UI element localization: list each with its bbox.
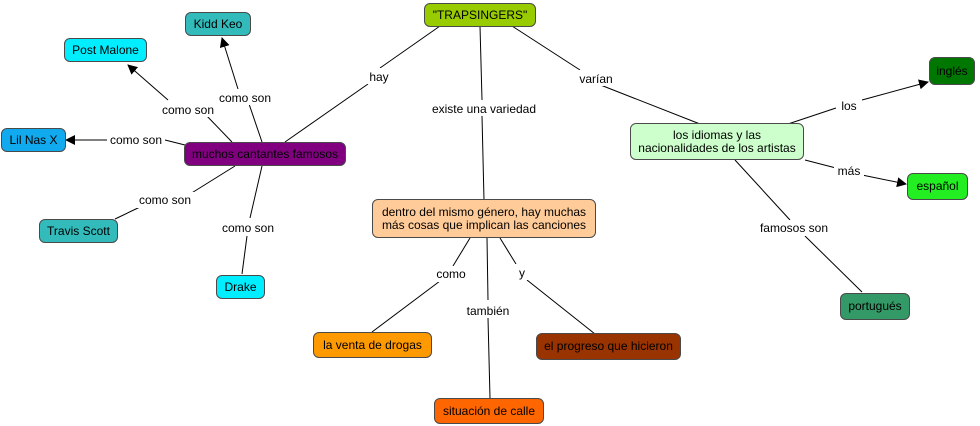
line-genero-como [452,237,471,267]
link-label-hay: hay [369,70,388,84]
line-los-ingles [861,79,929,101]
node-kidd-keo[interactable]: Kidd Keo [185,12,251,36]
link-label-existe: existe una variedad [432,102,536,116]
line-comoson1-kiddkeo [219,37,239,90]
line-como-drogas [371,280,441,333]
line-famosos-portugues [804,235,863,293]
line-idiomas-mas [804,159,837,169]
node-genero[interactable]: dentro del mismo género, hay muchas más … [372,199,596,238]
node-situacion-de-calle[interactable]: situación de calle [434,398,544,424]
line-y-progreso [526,279,596,335]
line-idiomas-los [787,107,837,125]
line-genero-tambien [486,237,489,301]
line-comoson5-drake [241,235,248,275]
node-progreso[interactable]: el progreso que hicieron [536,333,681,360]
link-label-tambien: también [467,304,510,318]
link-label-famosos-son: famosos son [760,221,828,235]
line-varian-idiomas [597,83,701,125]
line-trap-existe [479,25,483,101]
line-cantantes-drake [249,165,263,219]
line-trap-varian [511,25,581,71]
node-ingles[interactable]: inglés [929,57,975,85]
node-muchos-cantantes-famosos[interactable]: muchos cantantes famosos [184,142,346,166]
link-label-mas: más [838,164,861,178]
line-cantantes-lilnasx [164,139,186,146]
link-label-los: los [841,99,856,113]
line-idiomas-famosos [734,159,791,221]
node-idiomas[interactable]: los idiomas y las nacionalidades de los … [630,123,804,160]
link-label-como-son-travis: como son [139,193,191,207]
line-trap-hay [379,25,441,69]
node-portugues[interactable]: portugués [840,293,910,320]
line-cantantes-travis [189,165,236,195]
node-venta-de-drogas[interactable]: la venta de drogas [313,332,432,358]
link-label-como-son-drake: como son [222,221,274,235]
node-travis-scott[interactable]: Travis Scott [39,219,118,243]
line-mas-espanol [861,174,907,188]
line-hay-cantantes [284,83,369,143]
link-label-varian: varían [579,72,612,86]
line-genero-y [499,237,517,265]
node-lil-nas-x[interactable]: Lil Nas X [1,128,66,152]
node-trapsingers[interactable]: "TRAPSINGERS" [424,3,536,27]
line-tambien-calle [487,317,491,399]
link-label-y: y [519,266,525,280]
link-label-como-son-lilnasx: como son [110,133,162,147]
link-label-como: como [436,267,466,281]
link-label-como-son-kiddkeo: como son [219,91,271,105]
node-drake[interactable]: Drake [216,275,265,299]
line-comoson2-postmalone [127,64,169,101]
line-comoson4-travis [114,206,141,220]
line-existe-genero [481,115,485,201]
line-cantantes-kiddkeo [246,97,263,143]
link-label-como-son-postmalone: como son [162,103,214,117]
node-post-malone[interactable]: Post Malone [64,38,147,62]
node-espanol[interactable]: español [907,173,968,200]
line-cantantes-postmalone [204,113,233,143]
